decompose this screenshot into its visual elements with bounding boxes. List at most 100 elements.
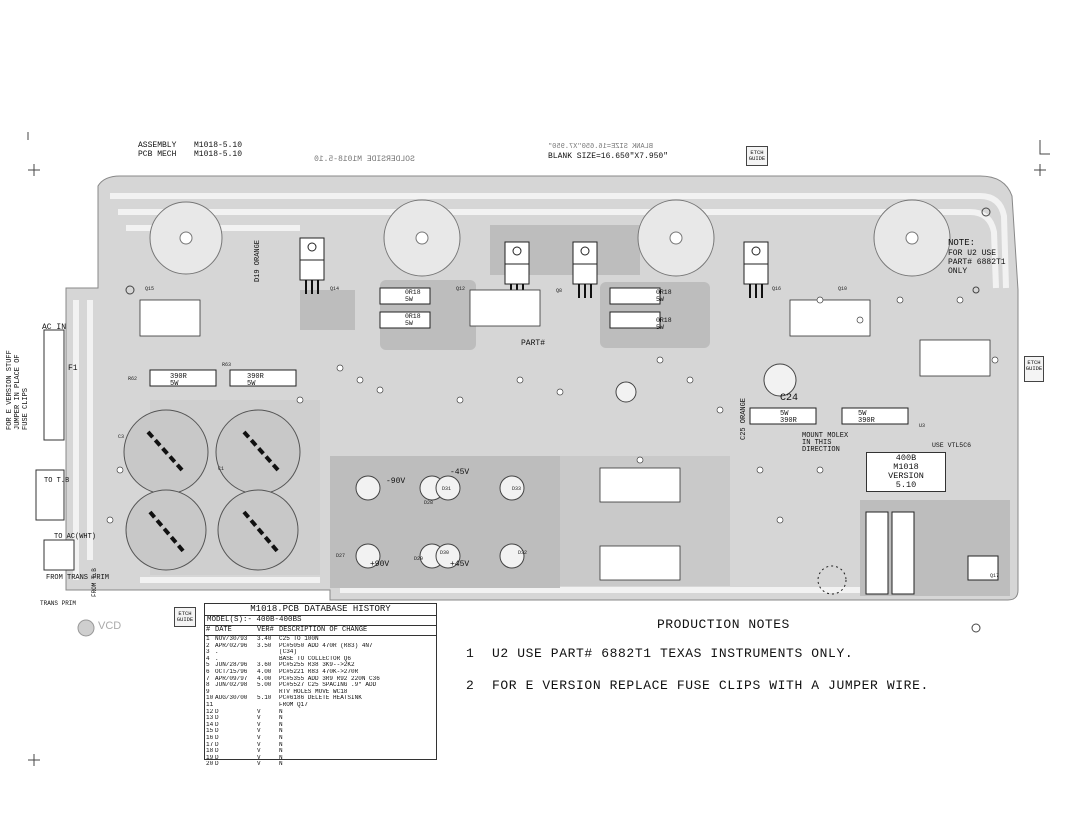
history-num: 11 (206, 701, 214, 708)
pcb-mech-label: PCB MECH (138, 150, 177, 159)
fuse-label: F1 (68, 364, 78, 373)
history-ver: 5.00 (257, 682, 272, 689)
history-ver: V (257, 741, 261, 748)
blank-size: BLANK SIZE=16.650"X7.950" (548, 152, 669, 161)
history-date: . (215, 655, 219, 662)
history-desc: N (279, 734, 283, 741)
ac-in-label: AC IN (42, 323, 67, 332)
note-line3: ONLY (948, 267, 968, 276)
history-desc: N (279, 708, 283, 715)
d19-orange-label: D19 ORANGE (254, 239, 262, 282)
assembly-value: M1018-5.10 (194, 141, 243, 150)
history-desc: N (279, 761, 283, 768)
history-col-date: DATE (215, 626, 232, 634)
history-ver (257, 649, 279, 656)
version-line3: VERSION (888, 471, 924, 481)
c3-label: C3 (118, 434, 125, 440)
c25-orange-label: C25 ORANGE (740, 397, 748, 440)
solderside-mirror: SOLDERSIDE M1018-5.10 (314, 155, 415, 164)
history-ver (257, 656, 279, 663)
cap-polarity-marks (146, 430, 280, 554)
history-desc: PC#5221 R83 470K->270R (279, 668, 359, 675)
or18-c: 0R18 5W (656, 289, 672, 303)
history-row: 11 FROM Q17 (205, 702, 436, 709)
history-date: D (215, 734, 219, 741)
d32-label: D32 (518, 550, 528, 556)
use-vtl5c6-label: USE VTL5C6 (932, 442, 972, 449)
history-num: 4 (206, 655, 210, 662)
test-point-cluster (817, 565, 847, 595)
history-desc: PC#5355 ADD 3R9 R92 220N C36 (279, 675, 380, 682)
vias (106, 296, 999, 524)
neg90v-label: -90V (386, 477, 406, 486)
power-transistors (299, 237, 769, 298)
history-ver (257, 689, 279, 696)
r390-a: 390R 5W (170, 373, 187, 388)
to-ac-label: TO AC(WHT) (54, 533, 97, 541)
history-ver: 5.10 (257, 695, 272, 702)
q17-label: Q17 (990, 573, 1000, 579)
history-num: 14 (206, 721, 214, 728)
history-desc: PC#5255 R38 3K9-->2K2 (279, 662, 355, 669)
history-date: D (215, 708, 219, 715)
history-date: D (215, 741, 219, 748)
history-date: OCT/15/96 (215, 668, 248, 675)
history-desc: N (279, 754, 283, 761)
etch-guide-top: ETCH GUIDE (746, 146, 768, 166)
pos45v-label: +45V (450, 560, 470, 569)
history-ver: 3.60 (257, 662, 272, 669)
c24-label: C24 (780, 393, 799, 404)
history-date: D (215, 761, 219, 768)
history-row: 4. BASE TO COLLECTOR Q6 (205, 656, 436, 663)
history-date (215, 689, 257, 696)
history-desc: BASE TO COLLECTOR Q6 (279, 655, 352, 662)
assembly-label: ASSEMBLY (138, 141, 177, 150)
history-ver: V (257, 728, 261, 735)
q16-label: Q16 (772, 286, 782, 292)
history-date: NOV/30/93 (215, 636, 248, 642)
c1-label: C1 (218, 466, 225, 472)
fuse-block (35, 329, 75, 571)
history-ver (257, 702, 279, 709)
history-header-row: # DATE VER# DESCRIPTION OF CHANGE (205, 626, 436, 636)
history-date: D (215, 721, 219, 728)
history-ver: 3.50 (257, 642, 272, 649)
history-num: 12 (206, 708, 214, 715)
history-num: 2 (206, 642, 210, 649)
history-num: 19 (206, 754, 214, 761)
history-num: 7 (206, 675, 210, 682)
q14-label: Q14 (330, 286, 340, 292)
history-desc: FROM Q17 (279, 701, 308, 708)
history-row: 3.(C34) (205, 649, 436, 656)
history-desc: N (279, 721, 283, 728)
pos90v-label: +90V (370, 560, 390, 569)
e-version-note: FOR E VERSION STUFF JUMPER IN PLACE OF F… (6, 350, 30, 430)
history-num: 9 (206, 688, 210, 695)
d28-label: D28 (424, 500, 434, 506)
to-tb-label: TO T.B (44, 477, 70, 485)
history-desc: N (279, 728, 283, 735)
history-date: AUG/30/00 (215, 695, 248, 702)
history-ver: V (257, 721, 261, 728)
r62-label: R62 (128, 376, 138, 382)
history-date: D (215, 748, 219, 755)
q10-label: Q10 (838, 286, 848, 292)
pcb-history-table: M1018.PCB DATABASE HISTORY MODEL(S):- 40… (204, 603, 437, 767)
history-num: 17 (206, 741, 214, 748)
history-ver: 3.40 (257, 636, 272, 642)
d31-label: D31 (442, 486, 452, 492)
history-desc: PC#5050 ADD 470R (R83) 4N7 (279, 642, 373, 649)
version-line1: 400B (895, 453, 917, 463)
note-text: FOR E VERSION REPLACE FUSE CLIPS WITH A … (492, 678, 929, 693)
history-desc: PC#5527 C25 SPACING .9" ADD (279, 682, 377, 689)
neg45v-label: -45V (450, 468, 470, 477)
